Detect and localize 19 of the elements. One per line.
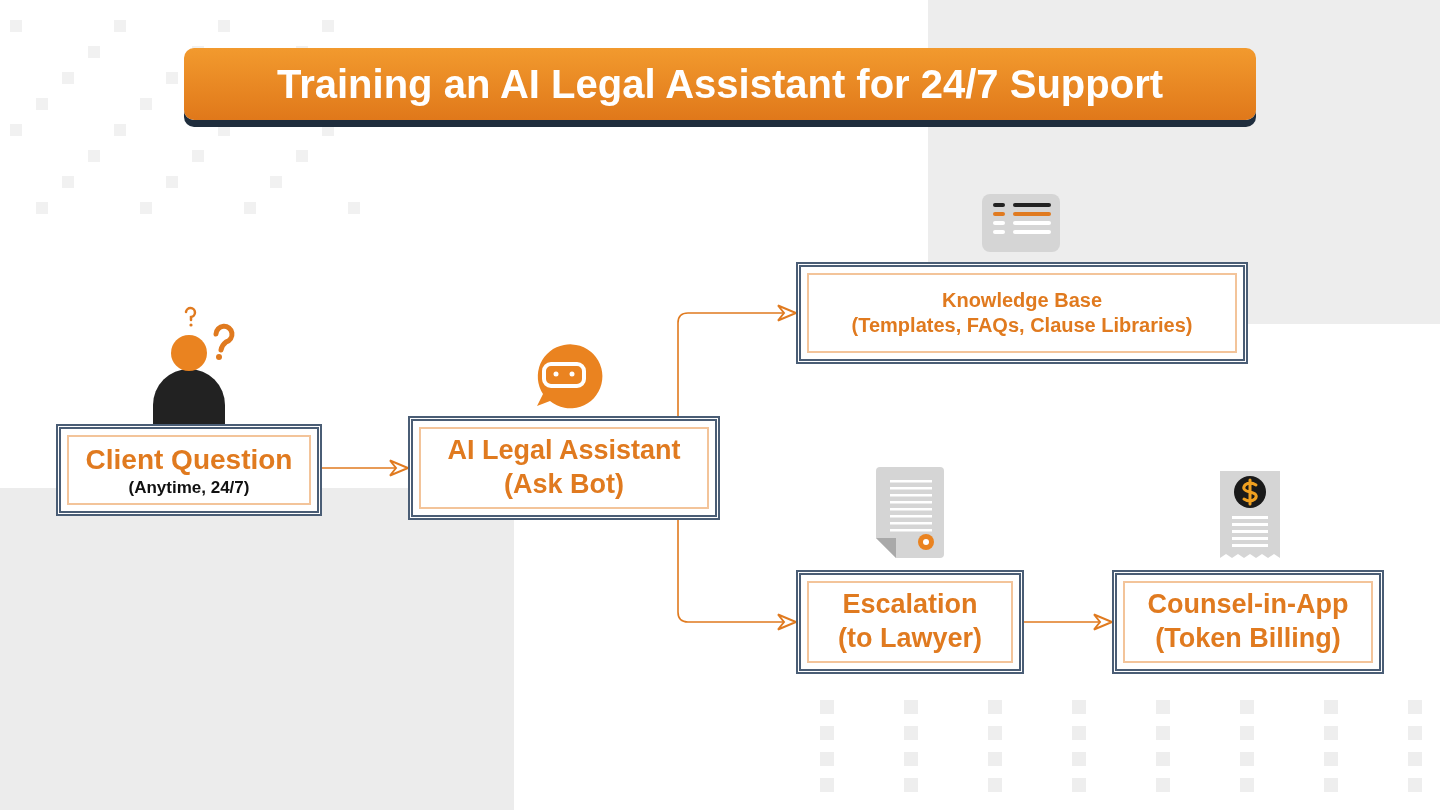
box-subtitle: (Templates, FAQs, Clause Libraries) <box>851 313 1193 338</box>
box-subtitle: (Token Billing) <box>1155 622 1341 655</box>
box-title: AI Legal Assistant <box>447 434 681 468</box>
arrow <box>321 459 409 477</box>
box-title: Knowledge Base <box>941 288 1102 313</box>
process-box <box>796 570 1024 674</box>
box-title: Counsel-in-App <box>1147 588 1349 622</box>
arrow <box>677 304 797 417</box>
box-subtitle: (to Lawyer) <box>838 622 982 655</box>
box-subtitle: (Anytime, 24/7) <box>128 476 250 499</box>
process-box <box>796 262 1248 364</box>
arrow <box>677 519 797 631</box>
box-title: Client Question <box>85 442 293 477</box>
arrow <box>1023 613 1113 631</box>
process-box <box>408 416 720 520</box>
box-subtitle: (Ask Bot) <box>504 468 624 501</box>
process-box <box>1112 570 1384 674</box>
box-title: Escalation <box>842 588 978 622</box>
process-box <box>56 424 322 516</box>
